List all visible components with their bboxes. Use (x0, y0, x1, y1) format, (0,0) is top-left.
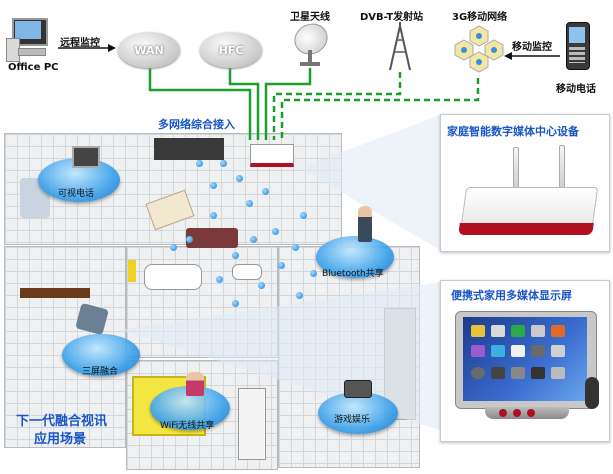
signal-dot (262, 188, 269, 195)
display-panel-title: 便携式家用多媒体显示屏 (451, 289, 572, 302)
dvbt-label: DVB-T发射站 (360, 12, 424, 23)
laptop-person-icon (186, 372, 204, 396)
app-icon (551, 345, 565, 357)
satellite-label: 卫星天线 (290, 12, 330, 23)
device-projection (300, 115, 440, 250)
media-center-hub-icon (250, 144, 294, 167)
videophone-label: 可视电话 (58, 189, 95, 199)
office-pc-label: Office PC (8, 62, 59, 73)
device-panel-title: 家庭智能数字媒体中心设备 (447, 125, 579, 138)
signal-dot (220, 160, 227, 167)
dining-table (20, 288, 90, 298)
app-icon (531, 325, 545, 337)
sink (232, 264, 262, 280)
wan-cloud: WAN (118, 32, 180, 68)
3g-label: 3G移动网络 (452, 12, 508, 23)
fridge (238, 388, 266, 460)
signal-dot (210, 182, 217, 189)
bathtub (144, 264, 202, 290)
display-panel: 便携式家用多媒体显示屏 (440, 280, 610, 442)
app-icon (551, 325, 565, 337)
signal-dot (216, 276, 223, 283)
three-screen-label: 三屏融合 (82, 367, 119, 377)
footer-caption-line1: 下一代融合视讯 (16, 414, 108, 429)
mobile-phone-icon (566, 22, 590, 70)
signal-dot (196, 160, 203, 167)
three-screen-bubble (62, 334, 140, 376)
bluetooth-label: Bluetooth共享 (322, 269, 384, 279)
multi-network-access-label: 多网络综合接入 (158, 118, 235, 131)
app-icon (511, 325, 525, 337)
app-icon (531, 367, 545, 379)
office-pc-icon (6, 18, 50, 62)
remote-monitor-label: 远程监控 (60, 38, 100, 49)
app-icon (471, 345, 485, 357)
app-icon (491, 345, 505, 357)
signal-dot (232, 300, 239, 307)
signal-dot (258, 282, 265, 289)
signal-dot (210, 212, 217, 219)
satellite-line (264, 68, 312, 140)
app-icon (471, 325, 485, 337)
phone-to-3g-arrowhead (504, 52, 512, 60)
wifi-label: WiFi无线共享 (160, 421, 215, 431)
signal-dot (292, 244, 299, 251)
app-icon (491, 325, 505, 337)
hfc-cloud: HFC (200, 32, 262, 68)
wan-label: WAN (134, 43, 164, 57)
app-icon (551, 367, 565, 379)
pc-to-wan-arrowhead (108, 44, 116, 52)
signal-dot (246, 200, 253, 207)
dvbt-tower-icon (384, 22, 416, 72)
mobile-phone-label: 移动电话 (556, 84, 596, 95)
footer-caption-line2: 应用场景 (34, 432, 87, 447)
app-icon (511, 367, 525, 379)
yellow-lamp (128, 260, 136, 282)
app-icon (511, 345, 525, 357)
display-button (513, 409, 521, 417)
app-icon (491, 367, 505, 379)
signal-dot (236, 175, 243, 182)
signal-dot (186, 236, 193, 243)
app-icon (531, 345, 545, 357)
signal-dot (300, 212, 307, 219)
signal-dot (250, 236, 257, 243)
3g-line (280, 78, 480, 140)
multiplay-label: 游戏娱乐 (334, 415, 371, 425)
bluetooth-headset-icon (585, 377, 599, 409)
person-icon (358, 206, 372, 242)
multiplay-bubble (318, 392, 398, 434)
signal-dot (278, 262, 285, 269)
signal-dot (232, 252, 239, 259)
wan-line (148, 65, 252, 140)
signal-dot (170, 244, 177, 251)
satellite-dish-icon (289, 18, 333, 68)
cabinet (154, 138, 224, 160)
router-base (458, 223, 594, 235)
display-button (499, 409, 507, 417)
bluetooth-bubble (316, 236, 394, 278)
app-icon (471, 367, 485, 379)
signal-dot (310, 270, 317, 277)
hfc-line (228, 68, 260, 140)
hfc-label: HFC (218, 43, 244, 57)
display-button (527, 409, 535, 417)
device-panel: 家庭智能数字媒体中心设备 (440, 114, 610, 252)
sofa (186, 228, 238, 248)
signal-dot (272, 228, 279, 235)
dvbt-line (272, 72, 402, 140)
signal-dot (296, 292, 303, 299)
mobile-monitor-label: 移动监控 (512, 42, 552, 53)
videophone-device-icon (72, 146, 100, 168)
3g-network-icon (452, 24, 506, 78)
camera-icon (344, 380, 372, 398)
